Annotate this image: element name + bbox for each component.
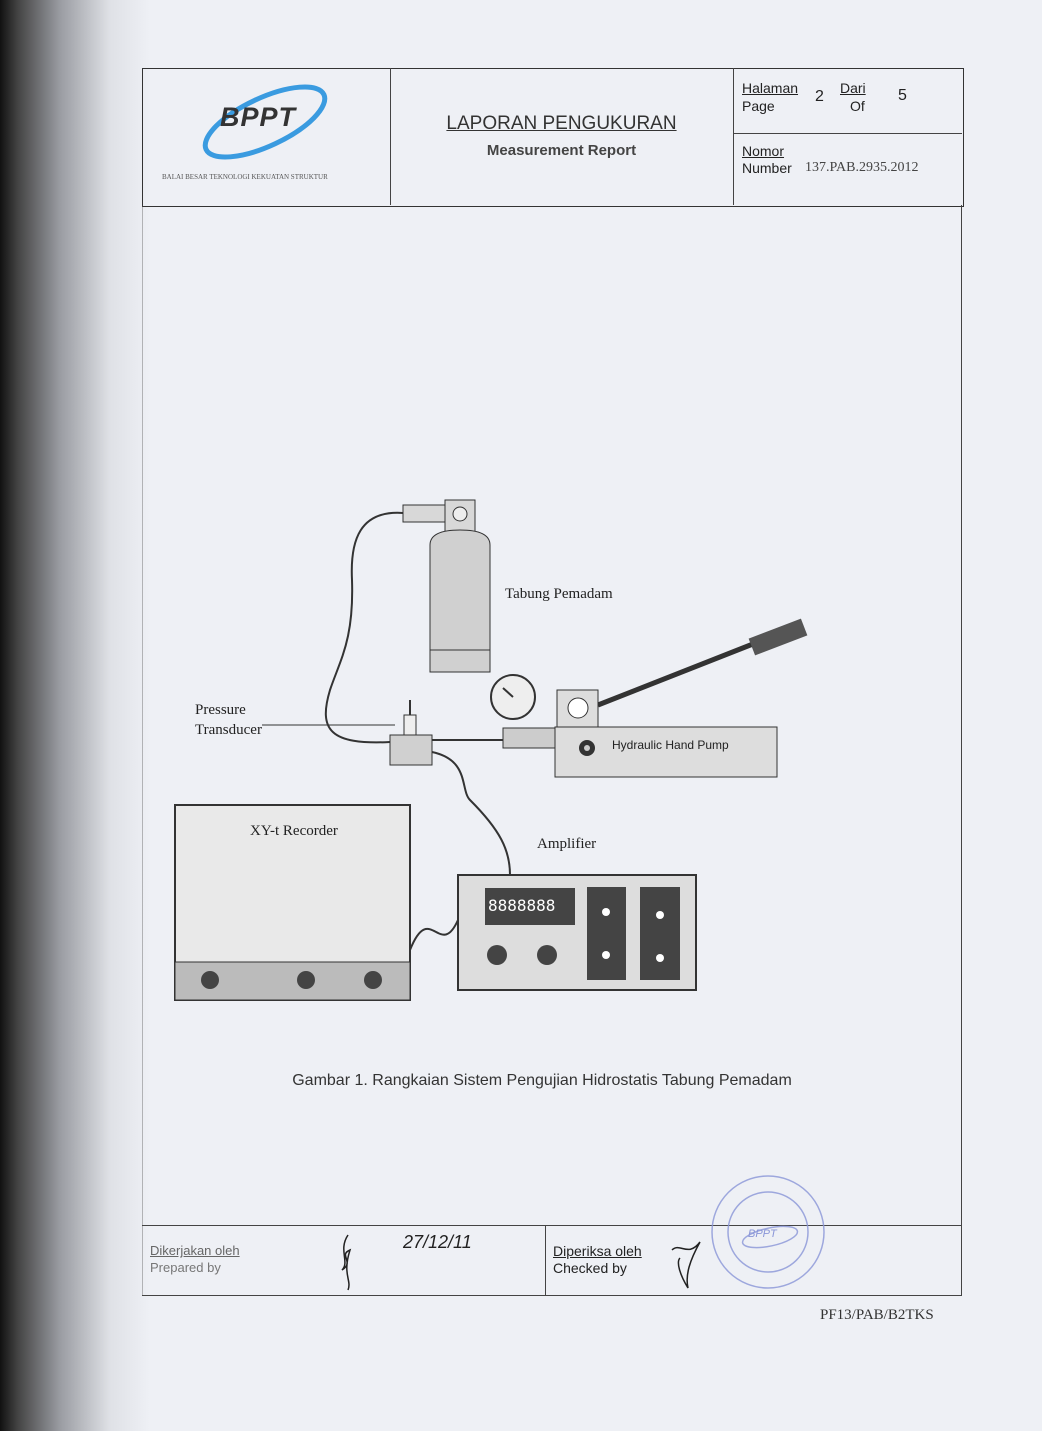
frame-left: [142, 205, 143, 1295]
footer-top-line: [142, 1225, 962, 1226]
report-subtitle: Measurement Report: [486, 142, 637, 159]
report-title: LAPORAN PENGUKURAN: [446, 113, 677, 134]
stamp-text: BPPT: [748, 1228, 777, 1240]
page-label-en: Page: [742, 98, 775, 114]
page-label: Halaman: [742, 80, 799, 96]
transducer-label-2: Transducer: [195, 722, 262, 738]
amplifier-label: Amplifier: [537, 836, 597, 852]
hand-pump: [490, 618, 808, 778]
logo-text: BPPT: [220, 102, 297, 132]
checked-label-en: Checked by: [553, 1260, 627, 1276]
divider: [545, 1225, 546, 1295]
figure-caption: Gambar 1. Rangkaian Sistem Pengujian Hid…: [292, 1072, 792, 1089]
pump-label: Hydraulic Hand Pump: [612, 738, 729, 752]
divider: [733, 133, 962, 134]
tube-label: Tabung Pemadam: [505, 586, 613, 602]
handwritten-date: 27/12/11: [403, 1232, 472, 1252]
document-number: 137.PAB.2935.2012: [805, 160, 919, 175]
prepared-label: Dikerjakan oleh: [150, 1243, 240, 1258]
amplifier-display: 8888888: [488, 896, 556, 915]
of-label-en: Of: [850, 98, 865, 114]
scan-edge-shadow: [0, 0, 150, 1431]
checked-label: Diperiksa oleh: [553, 1243, 642, 1259]
header-table: [142, 68, 964, 207]
recorder-label: XY-t Recorder: [250, 823, 338, 839]
extinguisher-cylinder: [402, 499, 491, 673]
divider: [733, 68, 734, 205]
transducer-label: Pressure: [195, 702, 246, 718]
page-number: 2: [815, 88, 824, 105]
form-code: PF13/PAB/B2TKS: [820, 1307, 934, 1323]
divider: [390, 68, 391, 205]
pressure-transducer: [389, 734, 433, 766]
frame-right: [961, 205, 962, 1295]
footer-bottom-line: [142, 1295, 962, 1296]
number-label-en: Number: [742, 160, 792, 176]
of-label: Dari: [840, 80, 866, 96]
page-total: 5: [898, 87, 907, 104]
logo-subtitle: BALAI BESAR TEKNOLOGI KEKUATAN STRUKTUR: [162, 173, 328, 181]
number-label: Nomor: [742, 143, 785, 159]
prepared-label-en: Prepared by: [150, 1260, 221, 1275]
amplifier: [457, 874, 697, 991]
